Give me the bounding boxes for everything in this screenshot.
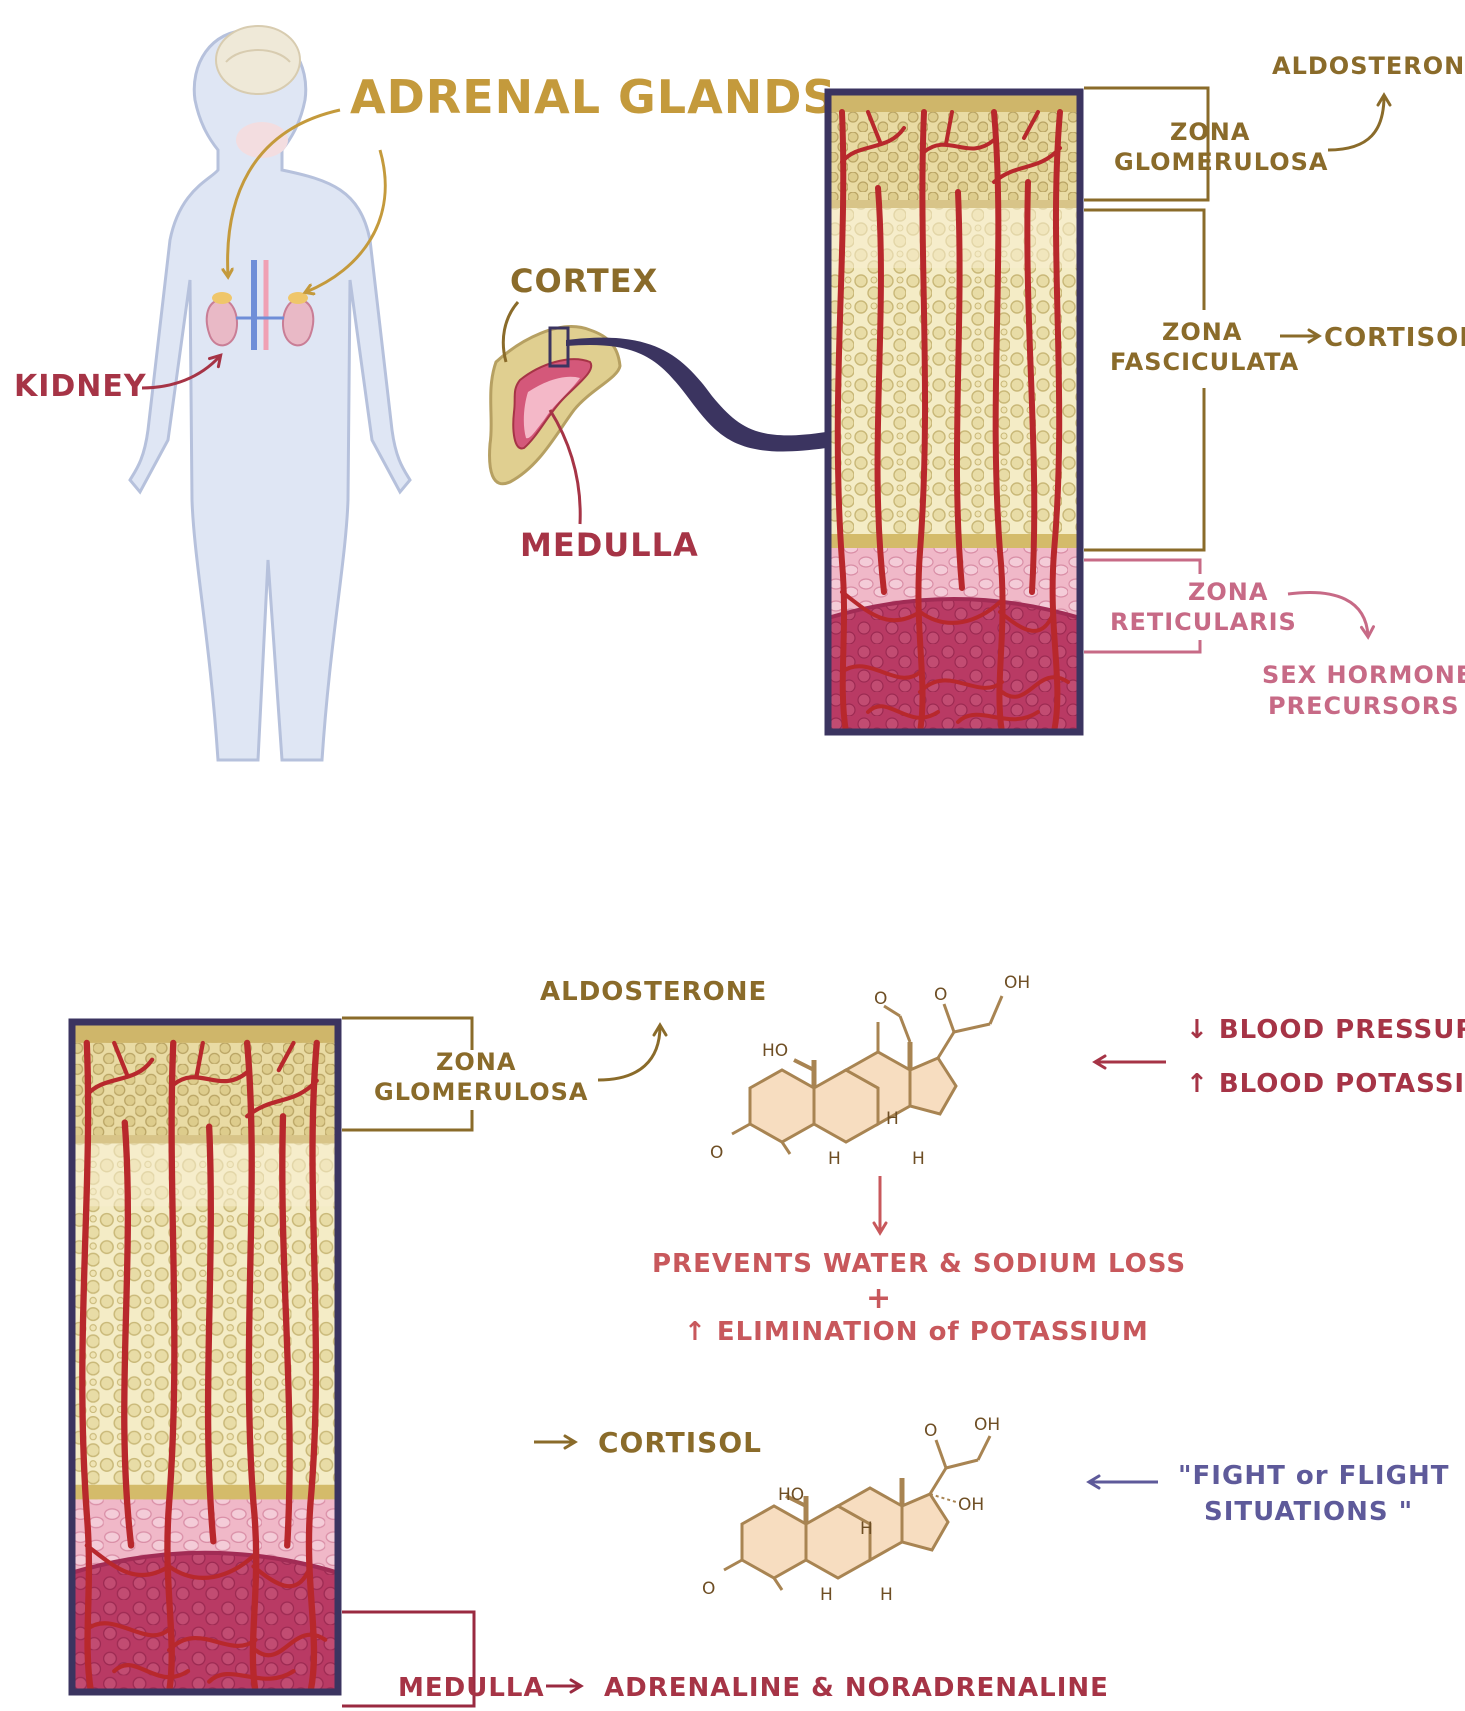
cor-oh-top: OH bbox=[974, 1415, 1000, 1435]
label-aldosterone-top: ALDOSTERONE bbox=[1272, 52, 1465, 80]
cor-h-3: H bbox=[880, 1585, 893, 1605]
label-kidney: KIDNEY bbox=[14, 369, 147, 404]
bracket-zona-fasciculata bbox=[1084, 208, 1206, 552]
label-blood-pressure: ↓ BLOOD PRESSURE bbox=[1186, 1015, 1465, 1045]
aldosterone-molecule: O HO O O OH H H H bbox=[710, 973, 1030, 1169]
ald-h-2: H bbox=[886, 1109, 899, 1129]
ald-o-side: O bbox=[934, 985, 947, 1005]
ald-oh-label: OH bbox=[1004, 973, 1030, 993]
label-zona-fasciculata-1: ZONA bbox=[1162, 318, 1242, 346]
bracket-medulla-bottom bbox=[342, 1610, 476, 1708]
adrenal-cross-section bbox=[488, 325, 622, 486]
label-zona-glomerulosa-top-1: ZONA bbox=[1170, 118, 1250, 146]
label-zona-reticularis-2: RETICULARIS bbox=[1110, 608, 1297, 636]
cortex-zoom-frame bbox=[824, 88, 1084, 736]
label-zona-fasciculata-2: FASCICULATA bbox=[1110, 348, 1299, 376]
label-zona-glomerulosa-bottom-1: ZONA bbox=[436, 1048, 516, 1076]
label-medulla-bottom: MEDULLA bbox=[398, 1673, 545, 1703]
thyroid-icon bbox=[236, 122, 288, 158]
kidneys-icon bbox=[205, 260, 315, 350]
cor-ho-label: HO bbox=[778, 1485, 804, 1505]
label-cortisol-top: CORTISOL bbox=[1324, 323, 1465, 353]
ald-h-3: H bbox=[912, 1149, 925, 1169]
cor-h-1: H bbox=[820, 1585, 833, 1605]
cortex-zoom-panel bbox=[828, 92, 1080, 732]
label-zona-glomerulosa-bottom-2: GLOMERULOSA bbox=[374, 1078, 588, 1106]
zoom-connector bbox=[566, 337, 826, 452]
bottom-zoom-frame bbox=[68, 1018, 342, 1696]
label-cortisol-bottom: CORTISOL bbox=[598, 1426, 762, 1459]
bottom-zoom-panel bbox=[72, 1022, 338, 1692]
ald-o-ketone: O bbox=[710, 1143, 723, 1163]
label-sex-hormone-2: PRECURSORS bbox=[1268, 692, 1460, 720]
label-medulla: MEDULLA bbox=[520, 526, 699, 564]
medulla-pointer bbox=[548, 409, 582, 525]
cor-o-side: O bbox=[924, 1421, 937, 1441]
cor-o-ketone: O bbox=[702, 1579, 715, 1599]
label-adrenaline: ADRENALINE & NORADRENALINE bbox=[604, 1673, 1109, 1703]
label-fight-flight-2: SITUATIONS " bbox=[1204, 1497, 1413, 1527]
cortisol-molecule: O HO O OH OH H H H bbox=[702, 1415, 1000, 1605]
cor-h-2: H bbox=[860, 1519, 873, 1539]
cortex-pointer bbox=[501, 301, 520, 363]
zoom-box bbox=[548, 326, 570, 368]
label-sex-hormone-1: SEX HORMONE bbox=[1262, 661, 1465, 689]
label-zona-reticularis-1: ZONA bbox=[1188, 578, 1268, 606]
ald-ho-label: HO bbox=[762, 1041, 788, 1061]
bracket-zona-glomerulosa-bottom bbox=[342, 1016, 474, 1132]
label-fight-flight-1: "FIGHT or FLIGHT bbox=[1178, 1461, 1449, 1491]
arrow-to-left-adrenal bbox=[228, 108, 341, 276]
ald-o-aldehyde: O bbox=[874, 989, 887, 1009]
title-adrenal-glands: ADRENAL GLANDS bbox=[350, 70, 837, 124]
label-zona-glomerulosa-top-2: GLOMERULOSA bbox=[1114, 148, 1328, 176]
label-blood-potassium: ↑ BLOOD POTASSIUM bbox=[1186, 1069, 1465, 1099]
human-body-figure bbox=[128, 28, 412, 762]
label-plus: + bbox=[866, 1281, 892, 1316]
label-effect-2: ↑ ELIMINATION of POTASSIUM bbox=[684, 1317, 1149, 1347]
bracket-zona-glomerulosa bbox=[1084, 86, 1210, 202]
label-effect-1: PREVENTS WATER & SODIUM LOSS bbox=[652, 1249, 1186, 1279]
arrow-to-sex-hormone bbox=[1287, 591, 1375, 640]
arrow-to-aldosterone-top bbox=[1327, 92, 1392, 152]
arrow-to-right-adrenal bbox=[306, 149, 387, 292]
bracket-zona-reticularis bbox=[1084, 558, 1202, 654]
cor-oh-17: OH bbox=[958, 1495, 984, 1515]
arrow-to-aldosterone-bottom bbox=[597, 1022, 668, 1082]
brain-icon bbox=[215, 25, 301, 95]
label-aldosterone-bottom: ALDOSTERONE bbox=[540, 977, 767, 1007]
label-cortex: CORTEX bbox=[510, 262, 658, 300]
arrow-to-kidney bbox=[141, 353, 223, 390]
ald-h-1: H bbox=[828, 1149, 841, 1169]
